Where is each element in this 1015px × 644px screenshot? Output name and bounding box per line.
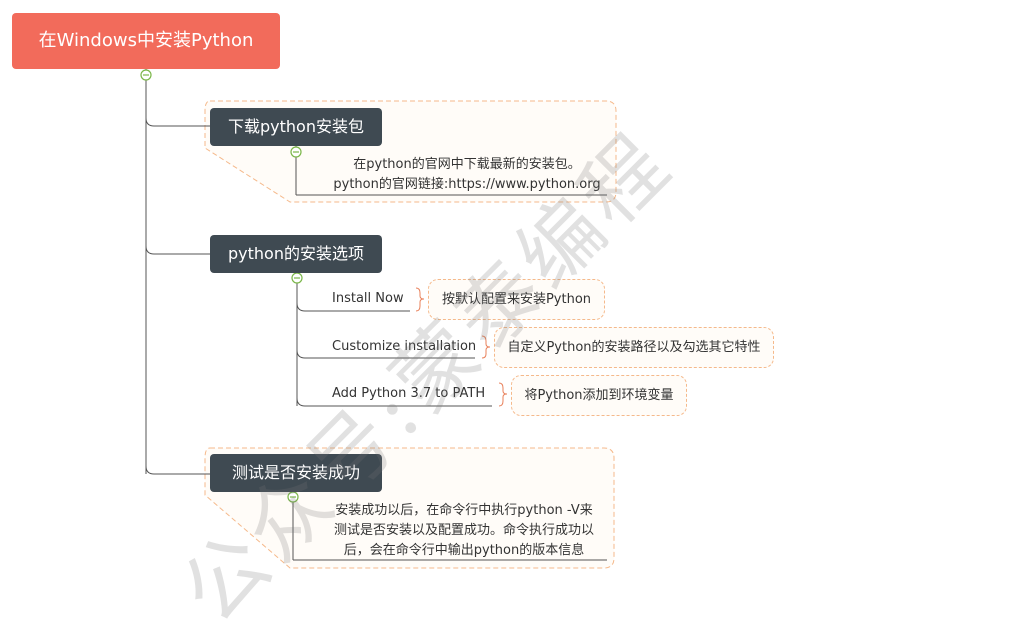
topic1-collapse-icon[interactable] [290, 146, 302, 158]
root-collapse-icon[interactable] [140, 69, 152, 81]
topic-verify-note: 安装成功以后，在命令行中执行python -V来 测试是否安装以及配置成功。命令… [316, 501, 612, 561]
branch-topic1 [145, 117, 210, 127]
topic2-collapse-icon[interactable] [291, 272, 303, 284]
topic-options[interactable]: python的安装选项 [210, 235, 382, 273]
root-node[interactable]: 在Windows中安装Python [12, 13, 280, 69]
option-install-now-desc: 按默认配置来安装Python [428, 279, 605, 320]
topic-verify-note-line: 后，会在命令行中输出python的版本信息 [343, 543, 585, 558]
branch-topic3 [145, 465, 210, 475]
mind-map-canvas: 在Windows中安装Python 下载python安装包 在python的官网… [12, 13, 774, 641]
brace-1 [415, 287, 425, 312]
brace-2 [481, 335, 491, 359]
option-add-path[interactable]: Add Python 3.7 to PATH [332, 386, 486, 401]
topic3-collapse-icon[interactable] [287, 491, 299, 503]
option-add-path-desc: 将Python添加到环境变量 [511, 375, 687, 416]
topic-download[interactable]: 下载python安装包 [210, 108, 382, 146]
option-customize-desc: 自定义Python的安装路径以及勾选其它特性 [494, 327, 774, 368]
topic-download-note: 在python的官网中下载最新的安装包。 python的官网链接:https:/… [300, 155, 634, 195]
option-install-now[interactable]: Install Now [332, 291, 404, 306]
option-customize[interactable]: Customize installation [332, 339, 477, 354]
topic-verify-note-line: 安装成功以后，在命令行中执行python -V来 [335, 503, 593, 518]
brace-3 [498, 382, 508, 407]
topic-verify[interactable]: 测试是否安装成功 [210, 454, 382, 492]
topic-download-note-line: python的官网链接:https://www.python.org [333, 177, 601, 192]
topic-verify-note-line: 测试是否安装以及配置成功。命令执行成功以 [333, 523, 594, 538]
topic-download-note-line: 在python的官网中下载最新的安装包。 [353, 157, 581, 172]
branch-topic2 [145, 245, 210, 255]
